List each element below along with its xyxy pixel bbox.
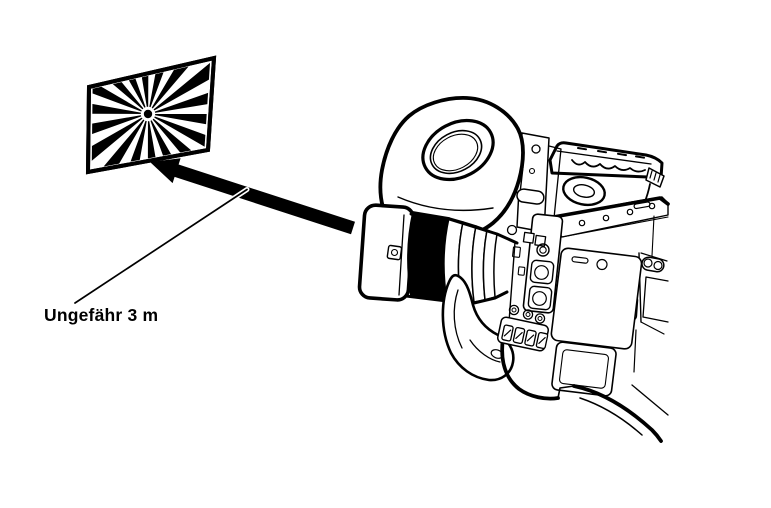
chart-frame bbox=[85, 55, 217, 175]
audio-switch bbox=[501, 324, 514, 342]
distance-label: Ungefähr 3 m bbox=[44, 305, 159, 325]
audio-switch bbox=[524, 329, 537, 347]
side-door-upper bbox=[550, 247, 643, 350]
star-center-dot bbox=[143, 109, 153, 119]
top-handle bbox=[548, 141, 665, 219]
connector-strip bbox=[506, 213, 564, 324]
arrow-shape bbox=[150, 158, 355, 235]
side-door-lower bbox=[551, 341, 617, 397]
distance-arrow bbox=[150, 158, 355, 235]
leader-line bbox=[72, 187, 250, 306]
body-top-plate bbox=[543, 196, 670, 238]
xlr-connector bbox=[527, 285, 553, 311]
audio-switch bbox=[535, 331, 549, 350]
audio-switch-block bbox=[497, 316, 549, 352]
focus-test-chart bbox=[85, 55, 217, 175]
handle-grip-texture bbox=[571, 159, 646, 173]
hand-grip bbox=[441, 273, 515, 382]
bracket-screw bbox=[531, 144, 541, 154]
audio-switch bbox=[512, 326, 526, 345]
camcorder-illustration bbox=[357, 96, 670, 443]
hood-lock-knob bbox=[386, 244, 403, 261]
bottom-contour bbox=[500, 336, 669, 443]
handle-front-loop bbox=[562, 175, 606, 207]
xlr-connector bbox=[529, 259, 555, 285]
handle-bar bbox=[548, 141, 664, 180]
lens-hood bbox=[357, 203, 416, 302]
side-panels bbox=[550, 247, 643, 397]
